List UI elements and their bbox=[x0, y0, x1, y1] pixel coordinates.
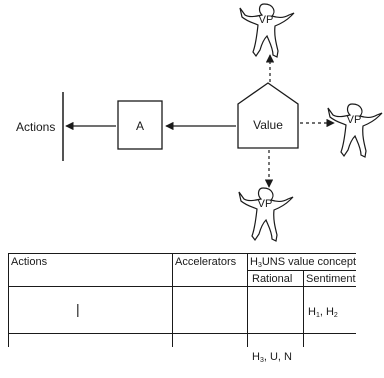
value-person-figure-right: VP bbox=[327, 103, 383, 158]
table-border-top bbox=[8, 253, 356, 254]
table-col-accelerators bbox=[172, 253, 173, 347]
rational-column-header: Rational bbox=[252, 273, 293, 285]
table-col-concept bbox=[247, 253, 248, 347]
row1-actions-mark: | bbox=[76, 301, 80, 317]
figure-bottom-label: VP bbox=[258, 198, 273, 210]
table-rule-subheader bbox=[247, 270, 356, 271]
table-rule-row1 bbox=[8, 333, 356, 334]
value-shape bbox=[237, 82, 299, 149]
value-concept-table: Actions Accelerators H3UNS value concept… bbox=[8, 253, 357, 364]
value-person-figure-bottom: VP bbox=[238, 187, 294, 242]
figure-right-label: VP bbox=[347, 114, 362, 126]
row2-rational-text: H3, U, N bbox=[252, 351, 292, 364]
box-a bbox=[117, 100, 163, 150]
figure-top-label: VP bbox=[259, 14, 274, 26]
row1-sentiment-value: H1, H2 bbox=[308, 306, 338, 319]
value-person-figure-top: VP bbox=[239, 3, 295, 58]
box-a-label: A bbox=[136, 119, 144, 133]
table-rule-header bbox=[8, 286, 356, 287]
table-col-sentiment bbox=[303, 270, 304, 347]
concept-column-header: H3UNS value concept bbox=[250, 256, 357, 269]
accelerators-column-header: Accelerators bbox=[175, 256, 237, 268]
value-label: Value bbox=[253, 118, 283, 132]
actions-column-header: Actions bbox=[11, 256, 48, 268]
table-border-left bbox=[8, 253, 9, 347]
sentiment-column-header: Sentiment bbox=[306, 273, 356, 285]
actions-label: Actions bbox=[16, 120, 55, 134]
value-flow-diagram: Actions A Value VP VP VP bbox=[16, 3, 383, 242]
